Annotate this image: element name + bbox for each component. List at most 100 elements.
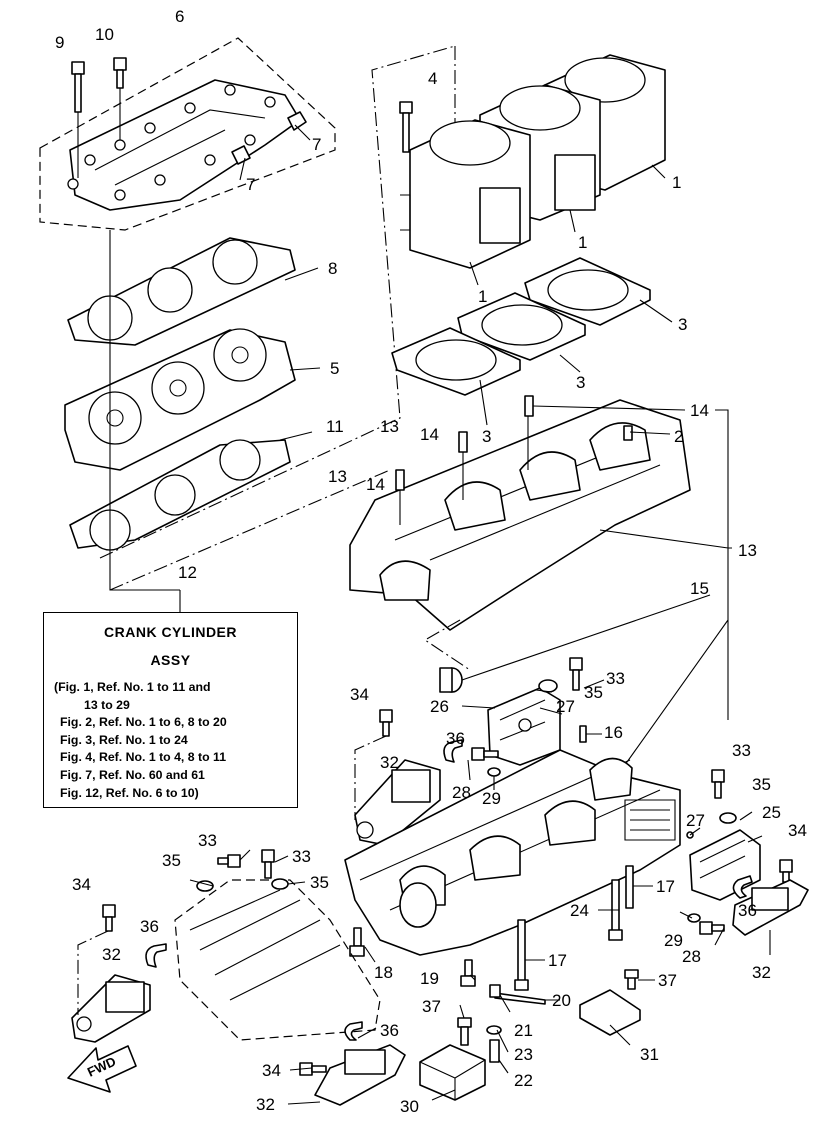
bolt-34-upper [379,709,393,737]
callout-34-upper: 34 [350,685,369,704]
assy-reference-line: Fig. 2, Ref. No. 1 to 6, 8 to 20 [60,715,227,730]
washer-29-left [487,767,501,777]
callout-23: 23 [514,1045,533,1064]
bushing-15 [439,594,711,693]
callout-33-right: 33 [732,741,751,760]
callout-2: 2 [674,427,683,446]
callout-36-upper: 36 [446,729,465,748]
callout-35-left-b: 35 [310,873,329,892]
bolt-37-right [624,969,639,990]
callout-6: 6 [175,7,184,26]
callout-1-front: 1 [478,287,487,306]
callout-3-rear: 3 [678,315,687,334]
head-gasket-8 [67,237,296,346]
callout-9: 9 [55,33,64,52]
callout-36-right: 36 [738,901,757,920]
cylinder-head-cover-group [39,37,336,231]
callout-16: 16 [604,723,623,742]
washer-29-right [687,913,701,923]
callout-27-right: 27 [686,811,705,830]
callout-13-left: 13 [328,467,347,486]
callout-labels: 6 9 10 7 7 8 5 11 12 4 1 1 1 3 3 3 14 13… [55,7,807,1116]
washer-35-left-b [271,878,289,890]
callout-20: 20 [552,991,571,1010]
damper-32-upper [354,759,441,846]
callout-35-right: 35 [752,775,771,794]
callout-31: 31 [640,1045,659,1064]
bolt-22 [489,1039,500,1063]
hook-36-upper [443,739,463,763]
bolt-18 [349,927,365,957]
callout-12: 12 [178,563,197,582]
damper-32-left [71,974,151,1043]
cylinder-head-5 [64,328,296,471]
leader-lines [189,124,771,1105]
callout-7-lower: 7 [246,175,255,194]
upper-crankcase-13 [349,399,691,631]
callout-18: 18 [374,963,393,982]
callout-34-right: 34 [788,821,807,840]
base-gasket-3-rear [524,257,651,326]
callout-13-mid: 13 [380,417,399,436]
callout-3-middle: 3 [576,373,585,392]
callout-8: 8 [328,259,337,278]
callout-15: 15 [690,579,709,598]
assy-title-line2: ASSY [150,652,191,668]
callout-1-rear: 1 [672,173,681,192]
hook-36-left [145,943,167,968]
callout-29-left: 29 [482,789,501,808]
callout-36-left: 36 [140,917,159,936]
dowel-14-left [395,469,405,491]
callout-11: 11 [326,417,344,436]
callout-10: 10 [95,25,114,44]
assy-reference-list: (Fig. 1, Ref. No. 1 to 11 and 13 to 29 F… [54,679,227,802]
bolt-33-left-a [217,854,241,868]
callout-14-top: 14 [690,401,709,420]
callout-14-left: 14 [366,475,385,494]
callout-32-bottom: 32 [256,1095,275,1114]
bolt-37-left [457,1017,472,1046]
callout-21: 21 [514,1021,533,1040]
bolt-24 [608,879,623,941]
bolt-34-right [779,859,793,883]
callout-19: 19 [420,969,439,988]
callout-33-left-a: 33 [198,831,217,850]
callout-29-right: 29 [664,931,683,950]
assy-reference-line: 13 to 29 [84,697,130,712]
lower-crankcase [344,749,681,956]
callout-3-front: 3 [482,427,491,446]
bolt-28-right [699,921,725,935]
callout-22: 22 [514,1071,533,1090]
callout-13-right: 13 [738,541,757,560]
dowel-2 [623,425,633,441]
dowel-14-mid [458,431,468,453]
bolt-33-left-b [261,849,275,879]
plug-7-upper [287,111,307,131]
callout-35-left-a: 35 [162,851,181,870]
callout-34-left: 34 [72,875,91,894]
callout-33-mount: 33 [606,669,625,688]
bolt-17-lower [514,919,529,991]
callout-17-right: 17 [656,877,675,896]
clip-21 [489,984,501,998]
callout-28-right: 28 [682,947,701,966]
damper-32-bottom [314,1044,406,1106]
assy-reference-line: Fig. 12, Ref. No. 6 to 10) [60,785,199,800]
callout-5: 5 [330,359,339,378]
plate-31 [579,989,641,1036]
callout-32-upper: 32 [380,753,399,772]
assy-reference-line: Fig. 4, Ref. No. 1 to 4, 8 to 11 [60,750,227,765]
cylinder-1-front [400,119,531,269]
bolt-28-left [471,747,499,761]
washer-35-right [719,812,737,824]
callout-14-mid: 14 [420,425,439,444]
callout-30: 30 [400,1097,419,1116]
callout-32-left: 32 [102,945,121,964]
bolt-10 [113,57,127,89]
bolt-19 [460,959,476,987]
callout-25: 25 [762,803,781,822]
bolt-4 [399,101,413,153]
callout-27-mount: 27 [556,697,575,716]
bolt-33-mount [569,657,583,691]
callout-34-bottom: 34 [262,1061,281,1080]
